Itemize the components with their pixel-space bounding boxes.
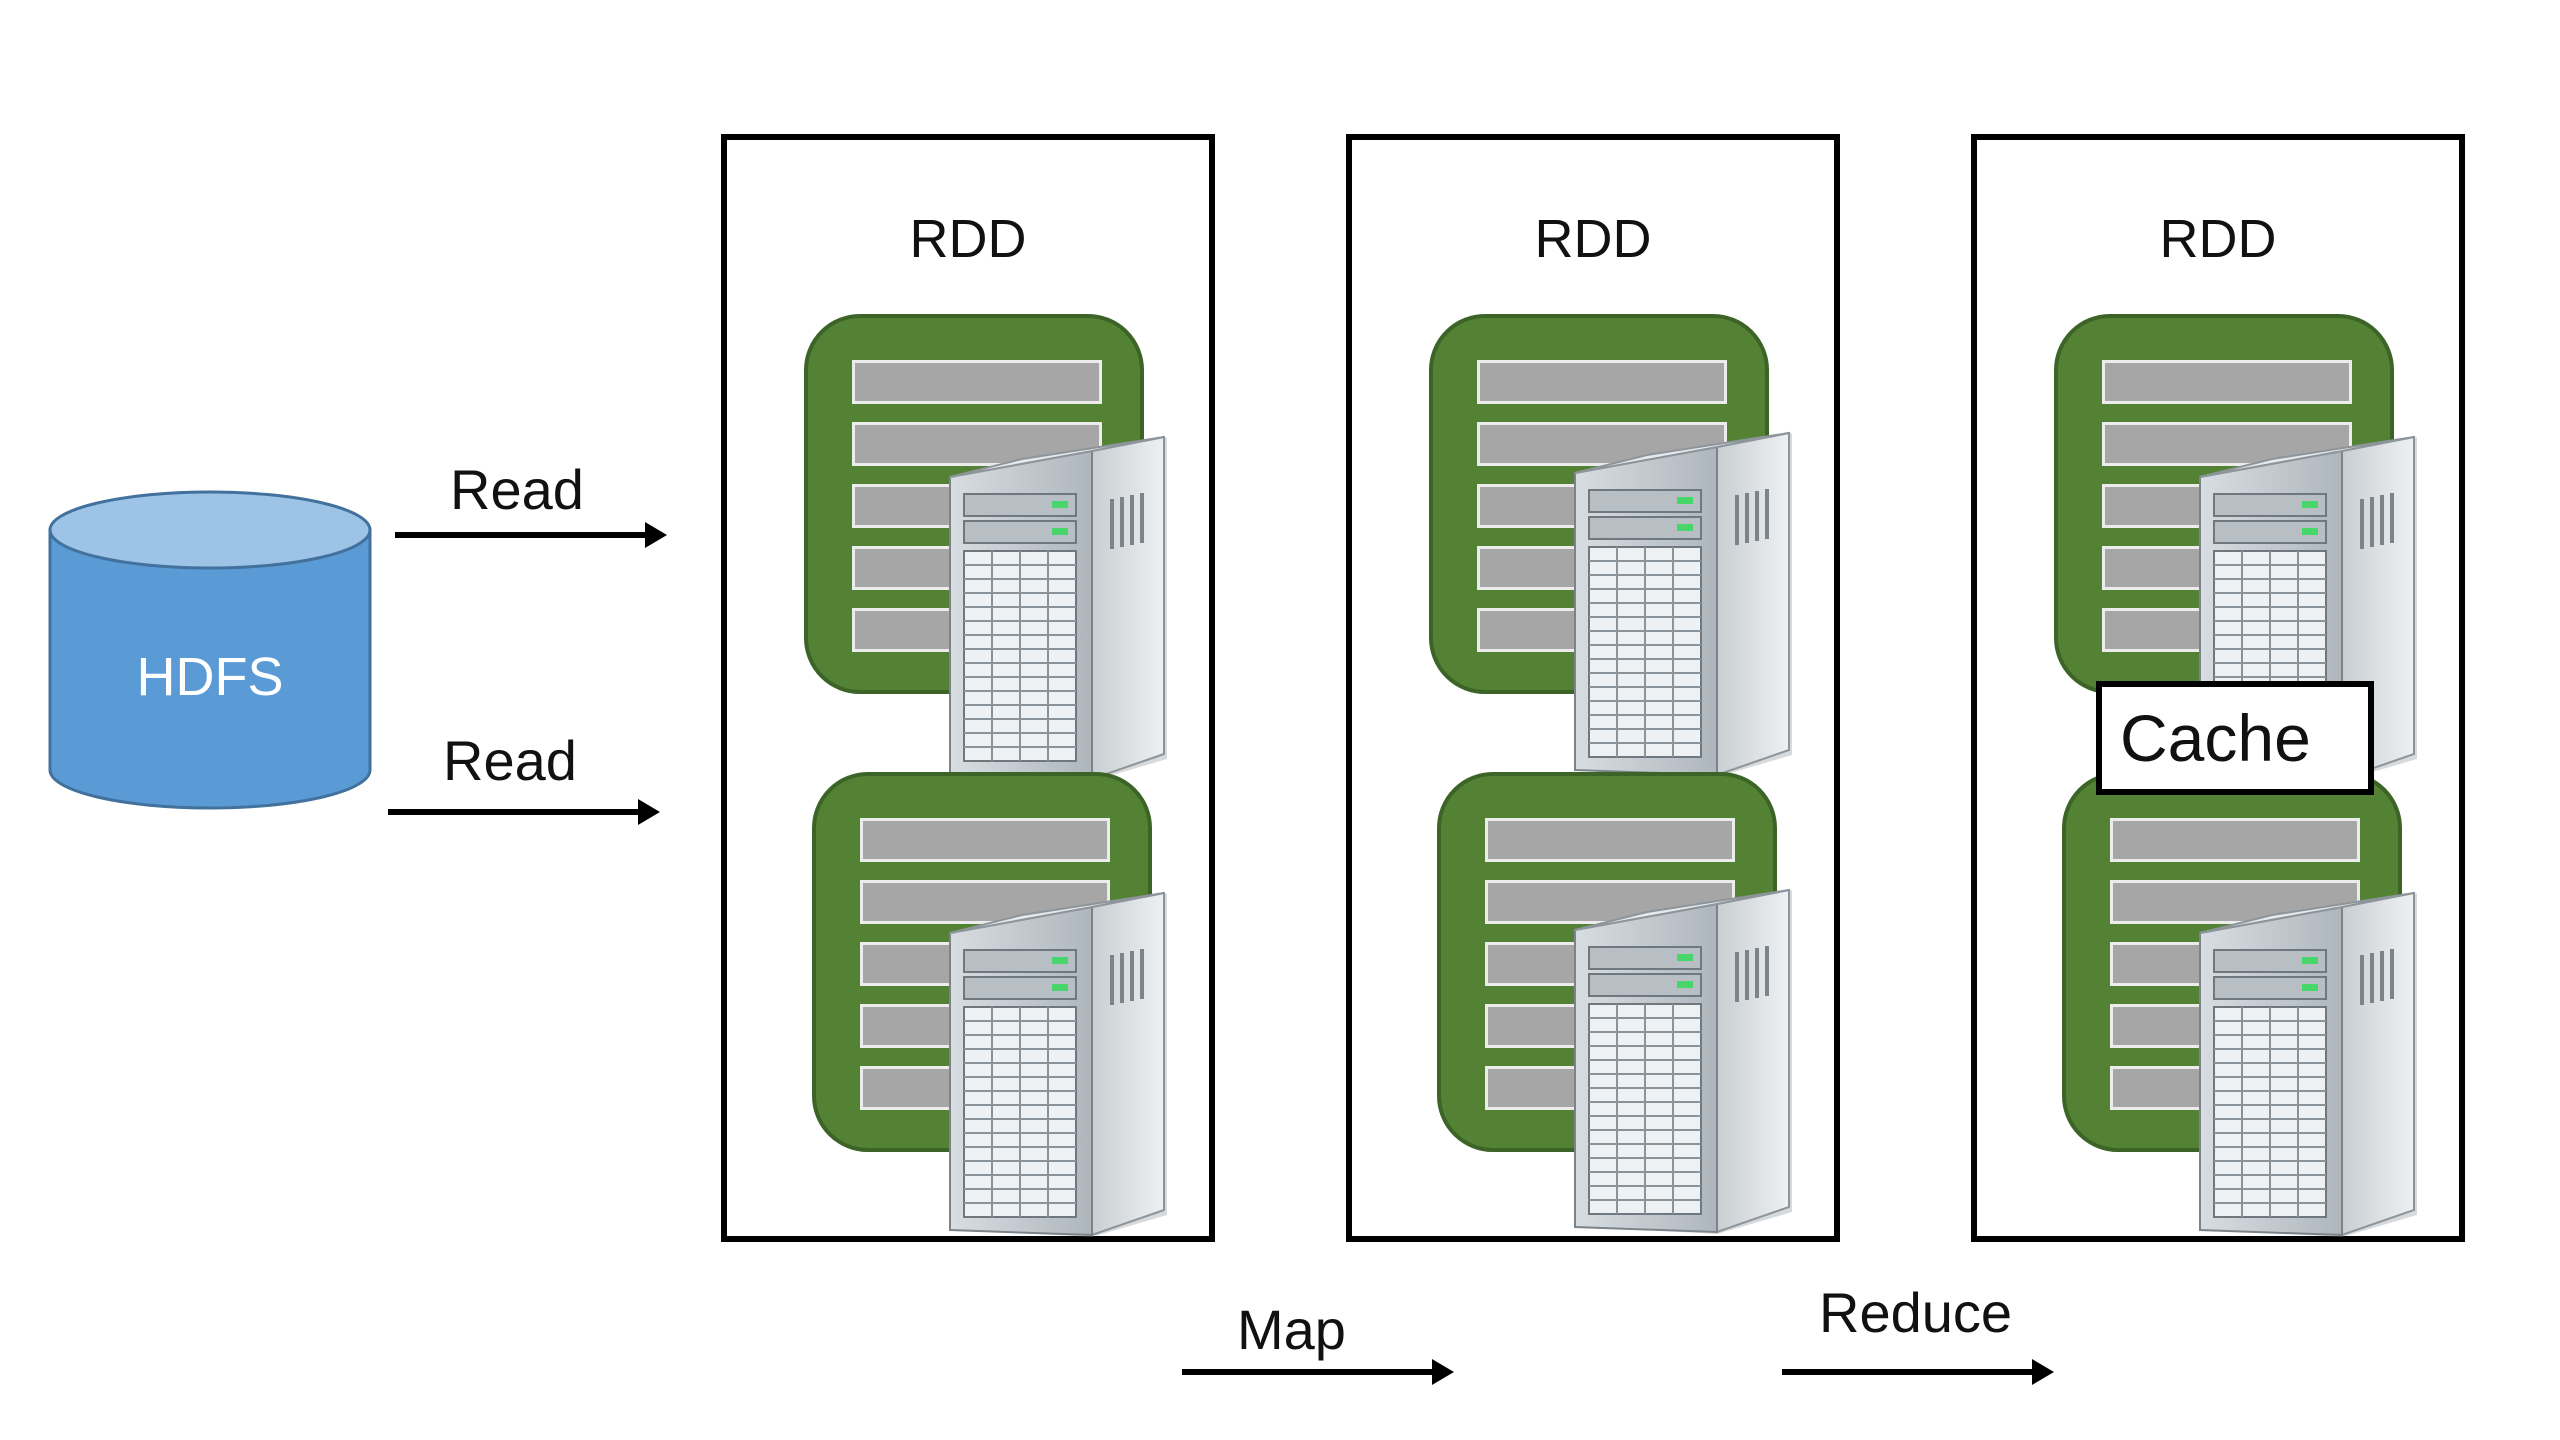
map-label: Map bbox=[1237, 1298, 1346, 1361]
rdd-title: RDD bbox=[1534, 209, 1652, 269]
reduce-label: Reduce bbox=[1819, 1281, 2013, 1344]
read-label-1: Read bbox=[450, 458, 584, 521]
record-row bbox=[2110, 818, 2360, 862]
server-icon bbox=[1574, 889, 1793, 1235]
record-row bbox=[860, 818, 1110, 862]
server-icon bbox=[949, 436, 1168, 782]
record-row bbox=[1477, 360, 1727, 404]
rdd-box-1: RDD bbox=[721, 134, 1215, 1242]
rdd-box-2: RDD bbox=[1346, 134, 1840, 1242]
server-icon bbox=[2199, 892, 2418, 1238]
record-row bbox=[1485, 818, 1735, 862]
record-row bbox=[860, 880, 1110, 924]
rdd-title: RDD bbox=[909, 209, 1027, 269]
cache-label-box: Cache bbox=[2096, 681, 2374, 795]
hdfs-label: HDFS bbox=[136, 647, 284, 707]
hdfs-database-cylinder-icon bbox=[48, 490, 372, 810]
record-row bbox=[852, 360, 1102, 404]
read-label-2: Read bbox=[443, 729, 577, 792]
server-icon bbox=[1574, 432, 1793, 778]
server-icon bbox=[949, 892, 1168, 1238]
record-row bbox=[2102, 360, 2352, 404]
rdd-title: RDD bbox=[2159, 209, 2277, 269]
